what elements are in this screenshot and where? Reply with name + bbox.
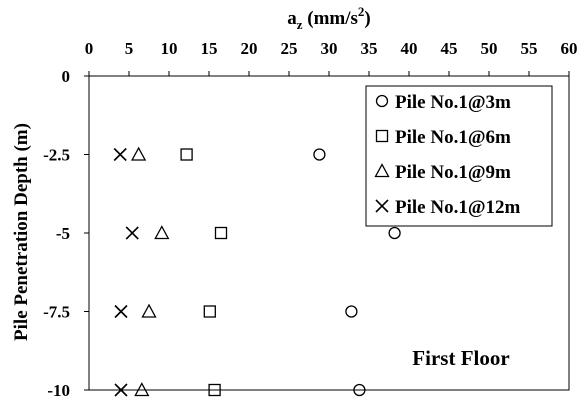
y-tick-label: -10 [47, 381, 70, 400]
y-tick-label: -2.5 [43, 146, 70, 165]
x-axis-label-subscript: z [297, 17, 303, 32]
x-tick-label: 20 [241, 39, 258, 58]
x-axis-ticks: 0 5 10 15 20 25 30 35 40 45 50 55 60 [85, 39, 578, 76]
legend-marker-x [375, 199, 389, 213]
y-tick-label: -5 [56, 224, 70, 243]
legend-label: Pile No.1@12m [395, 197, 520, 218]
data-point-triangle [131, 146, 147, 161]
y-tick-label: -7.5 [43, 303, 70, 322]
x-axis-label-main: a [287, 8, 297, 29]
data-points [113, 146, 401, 397]
x-tick-label: 10 [161, 39, 178, 58]
x-axis-label-units: (mm/s [303, 8, 358, 29]
x-tick-label: 15 [201, 39, 218, 58]
data-point-triangle [141, 303, 157, 318]
y-tick-label: 0 [62, 67, 71, 86]
data-point-triangle [134, 382, 150, 397]
legend-box [365, 85, 553, 227]
data-point-square [203, 305, 216, 318]
legend-label: Pile No.1@3m [395, 92, 511, 113]
x-tick-label: 55 [521, 39, 538, 58]
data-point-square [214, 226, 228, 240]
data-point-square [208, 383, 221, 397]
x-tick-label: 45 [441, 39, 458, 58]
data-point-square [180, 148, 193, 161]
x-tick-label: 60 [561, 39, 578, 58]
data-point-x [114, 304, 128, 319]
x-axis-label-superscript: 2 [358, 4, 365, 19]
legend-label: Pile No.1@6m [395, 127, 511, 148]
data-point-x [113, 147, 127, 162]
annotation-first-floor: First Floor [412, 346, 509, 370]
data-point-circle [353, 383, 366, 397]
legend-label: Pile No.1@9m [395, 162, 511, 183]
x-tick-label: 50 [481, 39, 498, 58]
x-tick-label: 40 [401, 39, 418, 58]
data-point-circle [345, 305, 358, 318]
x-tick-label: 35 [361, 39, 378, 58]
data-point-x [114, 383, 128, 397]
y-axis-label: Pile Penetration Depth (m) [11, 123, 32, 341]
x-axis-label: az (mm/s2) [287, 4, 371, 32]
y-axis-ticks: 0 -2.5 -5 -7.5 -10 [43, 67, 89, 400]
x-tick-label: 25 [281, 39, 298, 58]
legend-marker-square [375, 129, 389, 143]
x-tick-label: 30 [321, 39, 338, 58]
x-axis-label-end: ) [364, 8, 370, 29]
x-tick-label: 0 [85, 39, 94, 58]
x-tick-label: 5 [125, 39, 134, 58]
legend-marker-circle [375, 94, 389, 108]
data-point-triangle [154, 225, 170, 240]
legend-marker-triangle [374, 163, 390, 178]
data-point-circle [388, 226, 401, 240]
data-point-circle [313, 148, 326, 161]
data-point-x [125, 226, 139, 240]
